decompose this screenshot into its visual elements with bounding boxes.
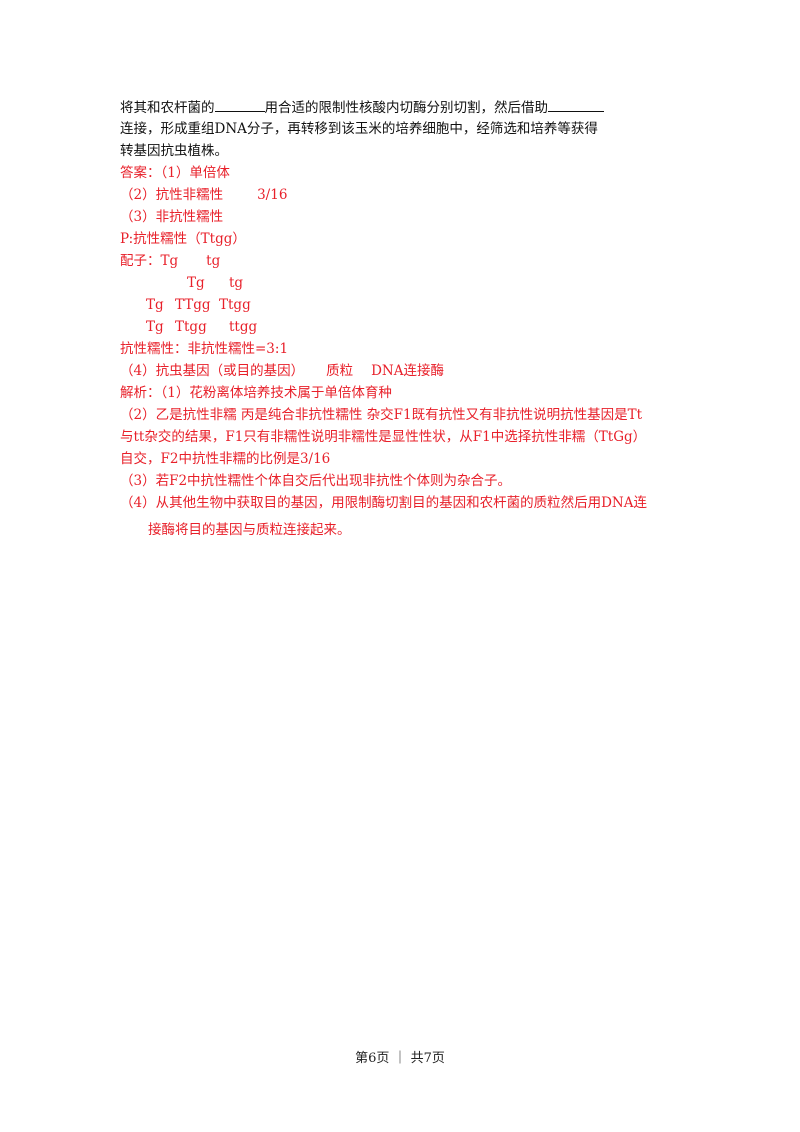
answer-text: DNA连接酶 (371, 363, 444, 379)
answer-part-2: （2）抗性非糯性 3/16 (120, 185, 287, 205)
answer-ratio-line: 抗性糯性：非抗性糯性=3:1 (120, 341, 289, 357)
punnett-cell: Ttgg (175, 319, 207, 335)
punnett-row-2-gamete: Tg (146, 319, 164, 335)
gamete-tg: tg (206, 253, 221, 269)
answer-text: 质粒 (326, 363, 354, 379)
question-text: 将其和农杆菌的 (120, 100, 215, 116)
analysis-line-6: （4）从其他生物中获取目的基因，用限制酶切割目的基因和农杆菌的质粒然后用DNA连 (120, 495, 647, 511)
analysis-line-7: 接酶将目的基因与质粒连接起来。 (148, 522, 351, 538)
question-line-3: 转基因抗虫植株。 (120, 143, 228, 159)
answer-text: （2）抗性非糯性 (120, 187, 224, 203)
analysis-line-2: （2）乙是抗性非糯 丙是纯合非抗性糯性 杂交F1既有抗性又有非抗性说明抗性基因是… (120, 407, 643, 423)
punnett-cell: ttgg (229, 319, 258, 335)
punnett-header-2: tg (229, 275, 244, 291)
answer-part-4: （4）抗虫基因（或目的基因） 质粒 DNA连接酶 (120, 361, 444, 381)
answer-gametes: 配子：Tg tg (120, 251, 220, 271)
page-footer: 第6页 ｜ 共7页 (355, 1051, 445, 1066)
fill-blank-2[interactable] (548, 97, 604, 112)
answer-ratio: 3/16 (257, 187, 288, 203)
question-line-2: 连接，形成重组DNA分子，再转移到该玉米的培养细胞中，经筛选和培养等获得 (120, 121, 598, 137)
answer-text: （4）抗虫基因（或目的基因） (120, 363, 305, 379)
analysis-line-5: （3）若F2中抗性糯性个体自交后代出现非抗性个体则为杂合子。 (120, 473, 512, 489)
analysis-line-1: 解析：（1）花粉离体培养技术属于单倍体育种 (120, 385, 392, 401)
answer-part-3: （3）非抗性糯性 (120, 209, 224, 225)
answer-label: 答案：（1）单倍体 (120, 165, 230, 181)
analysis-line-4: 自交，F2中抗性非糯的比例是3/16 (120, 451, 331, 467)
punnett-row-1-gamete: Tg (146, 297, 164, 313)
question-text: 用合适的限制性核酸内切酶分别切割，然后借助 (264, 100, 549, 116)
answer-parent: P:抗性糯性（Ttgg） (120, 231, 246, 247)
gamete-label: 配子：Tg (120, 253, 179, 269)
punnett-cell: TTgg (175, 297, 211, 313)
punnett-cell: Ttgg (219, 297, 251, 313)
question-line-1: 将其和农杆菌的 用合适的限制性核酸内切酶分别切割，然后借助 (120, 97, 604, 118)
fill-blank-1[interactable] (214, 97, 265, 112)
analysis-line-3: 与tt杂交的结果，F1只有非糯性说明非糯性是显性性状，从F1中选择抗性非糯（Tt… (120, 429, 647, 445)
punnett-header-1: Tg (187, 275, 205, 291)
